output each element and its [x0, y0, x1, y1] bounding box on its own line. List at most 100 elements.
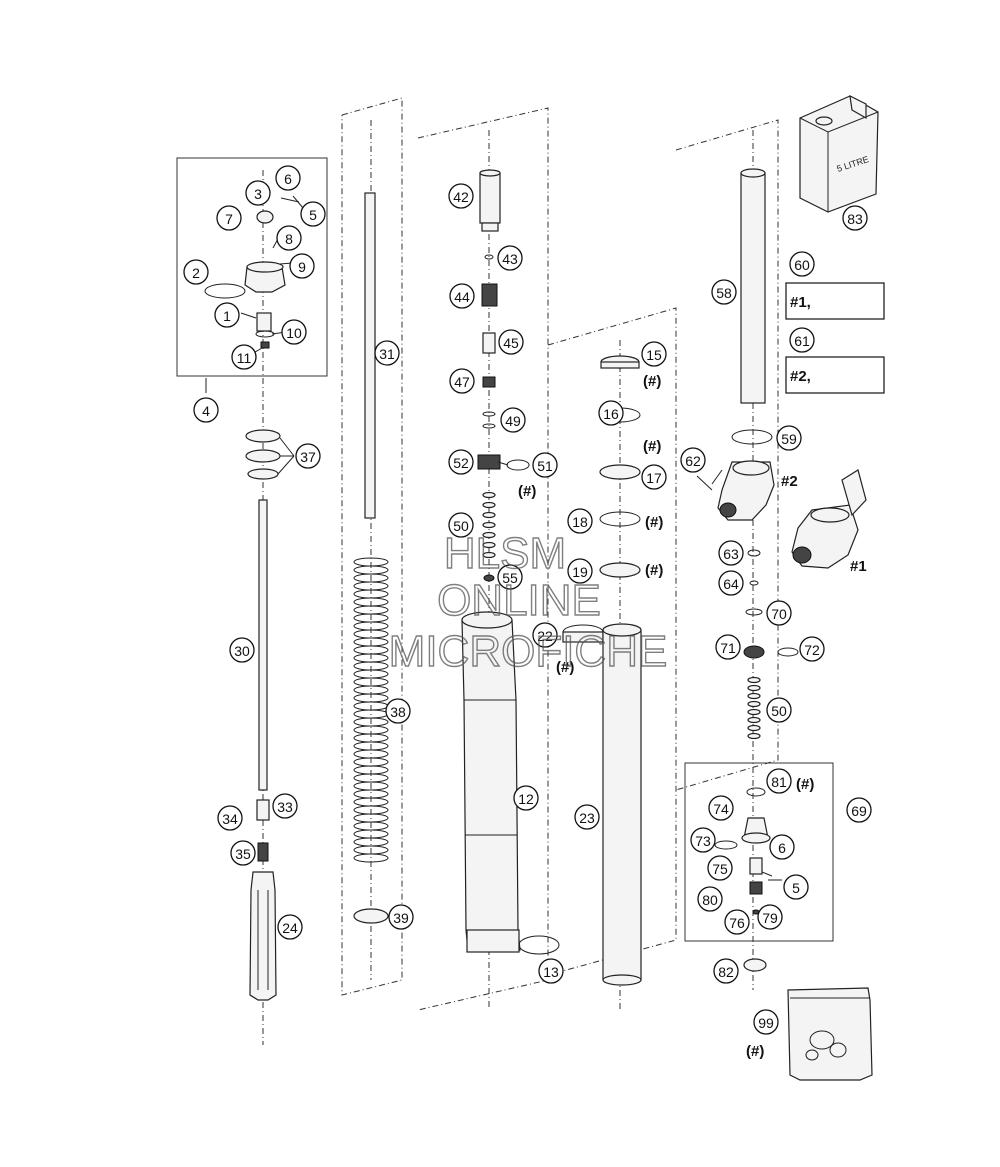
- callout-number: 73: [695, 833, 711, 849]
- callout-c49: 49: [500, 407, 526, 433]
- callout-c59: 59: [776, 425, 802, 451]
- callout-number: 51: [537, 458, 553, 474]
- hash-mark-99: (#): [746, 1043, 764, 1060]
- spring-column: [353, 120, 389, 980]
- callout-c45: 45: [498, 329, 524, 355]
- adjuster-part: [743, 958, 767, 972]
- shim: [747, 716, 761, 724]
- callout-number: 23: [579, 810, 595, 826]
- callout-c71: 71: [715, 634, 741, 660]
- callout-number: 6: [778, 840, 786, 856]
- callout-c60: 60: [789, 251, 815, 277]
- callout-c75: 75: [707, 855, 733, 881]
- callout-c7: 7: [216, 205, 242, 231]
- shim: [482, 521, 496, 529]
- callout-number: 42: [453, 189, 469, 205]
- callout-c33: 33: [272, 793, 298, 819]
- callout-number: 47: [454, 374, 470, 390]
- callout-number: 69: [851, 803, 867, 819]
- outer-tube-part: [602, 629, 642, 981]
- damper-rod-part: [258, 499, 268, 791]
- callout-number: 3: [254, 186, 262, 202]
- axle-clamp-column-frame: [675, 119, 779, 791]
- callout-number: 9: [298, 259, 306, 275]
- callout-c5b: 5: [783, 874, 809, 900]
- callout-number: 43: [502, 251, 518, 267]
- clamp-2-label: #2: [781, 473, 798, 490]
- callout-c55: 55: [497, 564, 523, 590]
- callout-c31: 31: [374, 340, 400, 366]
- watermark-line-1: HLSM: [444, 529, 566, 578]
- callout-number: 83: [847, 211, 863, 227]
- callout-number: 58: [716, 285, 732, 301]
- shim-stack-part: [482, 491, 496, 559]
- shim: [482, 531, 496, 539]
- shim-stack-part: [747, 676, 761, 740]
- screw-cap-part: [256, 210, 274, 224]
- callout-c3: 3: [245, 180, 271, 206]
- callout-c11: 11: [231, 344, 257, 370]
- spring-tube-part: [364, 192, 376, 519]
- axle-clamp-column: [696, 130, 867, 990]
- callout-c73: 73: [690, 827, 716, 853]
- hash-mark-18: (#): [645, 514, 663, 531]
- callout-c15: 15: [641, 341, 667, 367]
- shim: [747, 676, 761, 684]
- callout-number: 8: [285, 231, 293, 247]
- callout-c70: 70: [766, 600, 792, 626]
- callout-number: 5: [792, 880, 800, 896]
- piston-part: [743, 645, 765, 659]
- callout-number: 4: [202, 403, 210, 419]
- callout-number: 61: [794, 333, 810, 349]
- callout-number: 22: [537, 628, 553, 644]
- callout-number: 55: [502, 570, 518, 586]
- callout-c16: 16: [598, 400, 624, 426]
- callout-number: 99: [758, 1015, 774, 1031]
- callout-number: 81: [771, 774, 787, 790]
- callout-number: 79: [762, 910, 778, 926]
- callout-c83: 83: [842, 205, 868, 231]
- callout-c1: 1: [214, 302, 240, 328]
- callout-c18: 18: [567, 508, 593, 534]
- callout-c63: 63: [718, 540, 744, 566]
- outer-tube-column: [562, 340, 642, 1010]
- hash-mark-19: (#): [645, 562, 663, 579]
- callout-c72: 72: [799, 636, 825, 662]
- callout-number: 44: [454, 289, 470, 305]
- washer-part: [245, 429, 281, 443]
- callout-c22: 22: [532, 622, 558, 648]
- inner-tube-column: [461, 130, 560, 1010]
- callout-number: 15: [646, 347, 662, 363]
- callout-number: 38: [390, 704, 406, 720]
- callout-number: 70: [771, 606, 787, 622]
- callout-c19: 19: [567, 558, 593, 584]
- o-ring-part: [204, 283, 246, 299]
- callout-number: 82: [718, 964, 734, 980]
- callout-number: 59: [781, 431, 797, 447]
- callout-c39: 39: [388, 904, 414, 930]
- hash-mark-81: (#): [796, 776, 814, 793]
- callout-c99: 99: [753, 1009, 779, 1035]
- callout-number: 45: [503, 335, 519, 351]
- oil-can-illustration: 5 LITRE: [799, 94, 879, 213]
- callout-c24: 24: [277, 914, 303, 940]
- callout-c81: 81: [766, 768, 792, 794]
- callout-c12: 12: [513, 785, 539, 811]
- spring-seat-part: [353, 908, 389, 924]
- callout-number: 7: [225, 211, 233, 227]
- callout-c38: 38: [385, 698, 411, 724]
- callout-number: 1: [223, 308, 231, 324]
- callout-c37: 37: [295, 443, 321, 469]
- callout-number: 24: [282, 920, 298, 936]
- inner-tube-part: [461, 619, 521, 951]
- callout-c50b: 50: [766, 697, 792, 723]
- callout-number: 18: [572, 514, 588, 530]
- spring-column-frame: [341, 97, 403, 996]
- callout-c69: 69: [846, 797, 872, 823]
- callout-number: 63: [723, 546, 739, 562]
- callout-c42: 42: [448, 183, 474, 209]
- dust-seal-part: [599, 464, 641, 480]
- callout-number: 74: [713, 801, 729, 817]
- callout-c44: 44: [449, 283, 475, 309]
